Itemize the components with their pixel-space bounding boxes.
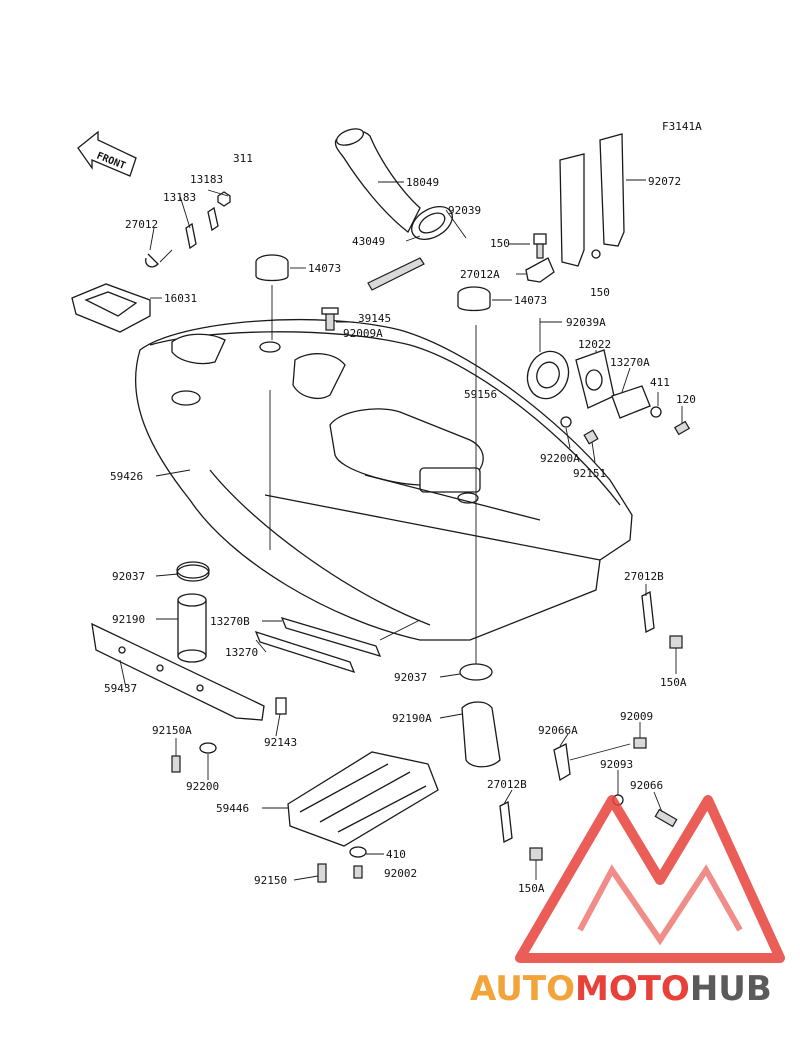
label-92072: 92072: [648, 175, 681, 188]
hose-92190A: [461, 701, 501, 768]
washer-92200: [199, 742, 217, 754]
mount-92066A: [553, 743, 631, 782]
hose-18049: [334, 128, 421, 233]
label-59446: 59446: [216, 802, 249, 815]
screw-92150A: [171, 755, 181, 773]
bracket-27012B-lower: [499, 801, 543, 861]
rail-59437: [91, 622, 265, 721]
hook-27012: [145, 249, 173, 268]
label-92037-b: 92037: [394, 671, 427, 684]
clamp-92037-lower: [459, 325, 493, 681]
label-13270B: 13270B: [210, 615, 250, 628]
ring-43049: [411, 205, 453, 241]
label-92150: 92150: [254, 874, 287, 887]
label-27012B-a: 27012B: [624, 570, 664, 583]
label-13183-b: 13183: [163, 191, 196, 204]
label-92200A: 92200A: [540, 452, 580, 465]
label-92066A: 92066A: [538, 724, 578, 737]
washer-410: [349, 846, 367, 858]
clamp-92037-upper: [176, 390, 271, 582]
washer-92200A: [560, 416, 572, 428]
bolt-92066: [654, 808, 678, 828]
label-59156: 59156: [464, 388, 497, 401]
label-14073-b: 14073: [514, 294, 547, 307]
skid-plate-59446: [287, 751, 439, 847]
label-92066: 92066: [630, 779, 663, 792]
label-13183-a: 13183: [190, 173, 223, 186]
cap-14073-left: [255, 254, 289, 340]
watermark-logo: [515, 795, 785, 963]
bracket-13270A: [611, 385, 662, 419]
label-92151: 92151: [573, 467, 606, 480]
label-150-a: 150: [490, 237, 510, 250]
label-27012A: 27012A: [460, 268, 500, 281]
bracket-27012A: [525, 257, 555, 283]
label-18049: 18049: [406, 176, 439, 189]
label-92037-a: 92037: [112, 570, 145, 583]
label-14073-a: 14073: [308, 262, 341, 275]
label-311: 311: [233, 152, 253, 165]
bolt-150: [533, 233, 547, 259]
watermark-part3: HUB: [690, 969, 772, 1009]
label-39145: 39145: [358, 312, 391, 325]
bracket-27012B-upper: [641, 591, 683, 649]
bolt-92009: [633, 737, 647, 749]
bolt-39145: [321, 307, 339, 331]
label-92190A: 92190A: [392, 712, 432, 725]
label-92190: 92190: [112, 613, 145, 626]
watermark-part1: AUTO: [470, 969, 575, 1009]
hull-body: [134, 318, 633, 641]
hose-92190: [177, 593, 207, 663]
label-120: 120: [676, 393, 696, 406]
label-92039A: 92039A: [566, 316, 606, 329]
label-27012: 27012: [125, 218, 158, 231]
label-92002: 92002: [384, 867, 417, 880]
mat-16031: [71, 283, 151, 333]
label-92039: 92039: [448, 204, 481, 217]
plate-12022: [575, 349, 615, 409]
label-59437: 59437: [104, 682, 137, 695]
flange-59156: [526, 318, 570, 400]
grommet-92143: [275, 697, 287, 715]
screw-92150: [317, 863, 327, 883]
screw-92151: [583, 429, 599, 445]
label-150A-a: 150A: [660, 676, 687, 689]
label-92143: 92143: [264, 736, 297, 749]
front-arrow-icon: FRONT: [77, 130, 137, 177]
cap-14073-right: [457, 286, 491, 312]
label-92200: 92200: [186, 780, 219, 793]
watermark-part2: MOTO: [575, 969, 690, 1009]
rail-13270B: [254, 616, 382, 674]
label-13270: 13270: [225, 646, 258, 659]
label-410: 410: [386, 848, 406, 861]
label-92009A: 92009A: [343, 327, 383, 340]
label-150A-b: 150A: [518, 882, 545, 895]
figure-code: F3141A: [662, 120, 702, 133]
label-12022: 12022: [578, 338, 611, 351]
rod-part: [367, 257, 425, 291]
watermark-text: AUTOMOTOHUB: [470, 969, 772, 1009]
label-27012B-b: 27012B: [487, 778, 527, 791]
label-411: 411: [650, 376, 670, 389]
label-92150A: 92150A: [152, 724, 192, 737]
part-labels: 311 13183 13183 27012 16031 14073 39145 …: [104, 152, 696, 895]
label-92093: 92093: [600, 758, 633, 771]
label-59426: 59426: [110, 470, 143, 483]
leader-lines: [119, 179, 683, 881]
label-43049: 43049: [352, 235, 385, 248]
label-150-b: 150: [590, 286, 610, 299]
nut-92002: [353, 865, 363, 879]
label-92009: 92009: [620, 710, 653, 723]
label-13270A: 13270A: [610, 356, 650, 369]
label-16031: 16031: [164, 292, 197, 305]
bolt-120: [673, 420, 691, 436]
watermark-triangle-icon: [515, 795, 785, 963]
strap-92072: [559, 133, 625, 267]
